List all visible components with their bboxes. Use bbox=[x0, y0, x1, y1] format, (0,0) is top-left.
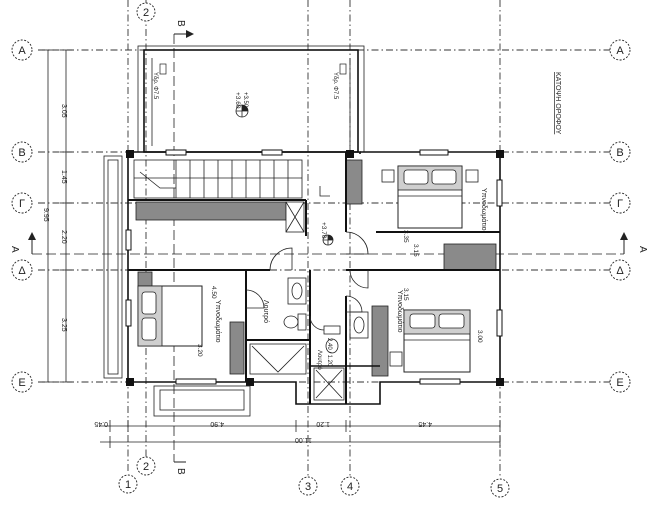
drain-left-icon bbox=[159, 63, 167, 75]
terrace: +3.60 +3.50 Υδρ. Φ7.5 Υδρ. Φ7.5 bbox=[137, 45, 365, 153]
left-balcony bbox=[103, 155, 123, 379]
section-marker-b: B B bbox=[173, 20, 194, 475]
double-bed-icon bbox=[403, 309, 471, 373]
sink-icon bbox=[287, 277, 307, 305]
section-marker-a: A A bbox=[9, 232, 648, 255]
dimension-chain-left: 3.05 1.45 2.20 3.25 9.95 bbox=[42, 49, 72, 383]
grid-label-d-right: Δ bbox=[616, 265, 624, 277]
interior-walls bbox=[128, 152, 500, 404]
bedroom-3: Υπνοδωμάτιο 3.20 4.50 bbox=[137, 285, 222, 357]
toilet-icon bbox=[283, 313, 307, 331]
section-label-b-bottom: B bbox=[175, 468, 186, 475]
grid-label-e-right: E bbox=[616, 377, 623, 389]
bathroom-1: Λουτρό bbox=[249, 277, 307, 375]
grid-label-g-left: Γ bbox=[19, 198, 25, 210]
bathroom-2: Λουτρό 2.40 / 1.20 bbox=[313, 311, 369, 401]
landing-level-icon bbox=[322, 234, 334, 246]
shower-icon bbox=[313, 367, 345, 401]
dim-left-3-25: 3.25 bbox=[60, 318, 67, 332]
dimension-chain-bottom: 0.45 4.90 1.20 4.45 11.00 bbox=[94, 420, 501, 448]
toilet-icon bbox=[323, 325, 341, 354]
dim-left-2-20: 2.20 bbox=[60, 230, 67, 244]
dim-bottom-0-45: 0.45 bbox=[94, 420, 108, 427]
level-marker-icon bbox=[235, 104, 249, 118]
grid-label-3-bottom: 3 bbox=[305, 481, 311, 493]
dim-bottom-4-45: 4.45 bbox=[418, 420, 432, 427]
double-bed-icon bbox=[137, 285, 203, 347]
grid-label-1-bottom: 1 bbox=[125, 479, 131, 491]
grid-label-d-left: Δ bbox=[18, 265, 26, 277]
grid-label-b-left: B bbox=[18, 147, 25, 159]
nightstand-icon bbox=[389, 351, 403, 367]
grid-bubbles-bottom: 1 2 3 4 5 bbox=[118, 456, 510, 498]
windows bbox=[125, 149, 503, 385]
bedroom-1-width: 3.35 bbox=[402, 230, 409, 243]
section-label-a-right: A bbox=[637, 246, 648, 253]
sink-icon bbox=[349, 311, 369, 339]
double-bed-icon bbox=[397, 165, 463, 229]
grid-label-a-right: A bbox=[616, 45, 624, 57]
drain-right-icon bbox=[339, 63, 347, 75]
grid-bubbles-right: A B Γ Δ E bbox=[609, 39, 631, 393]
drain-label-left: Υδρ. Φ7.5 bbox=[152, 72, 158, 100]
section-label-b-top: B bbox=[175, 20, 186, 27]
grid-label-b-right: B bbox=[616, 147, 623, 159]
staircase bbox=[133, 159, 330, 199]
grid-label-g-right: Γ bbox=[617, 198, 623, 210]
nightstand-icon bbox=[465, 169, 479, 183]
bath-1-name: Λουτρό bbox=[262, 300, 270, 323]
bedroom-3-name: Υπνοδωμάτιο bbox=[214, 300, 222, 343]
landing-level: +3.70 bbox=[320, 222, 327, 239]
grid-label-e-left: E bbox=[18, 377, 25, 389]
bedroom-1: Υπνοδωμάτιο 3.35 3.15 bbox=[381, 165, 488, 257]
nightstand-icon bbox=[381, 169, 395, 183]
grid-bubbles-left: A B Γ Δ E bbox=[11, 39, 33, 393]
grid-label-a-left: A bbox=[18, 45, 26, 57]
terrace-level-sub: +3.50 bbox=[242, 92, 248, 108]
bedroom-3-width: 3.20 bbox=[196, 344, 203, 357]
terrace-level: +3.60 bbox=[234, 92, 241, 109]
grid-bubbles-top: 2 bbox=[136, 2, 156, 22]
sheet-title: ΚΑΤΟΨΗ ΟΡΟΦΟΥ bbox=[554, 72, 561, 135]
bath-2-name: Λουτρό bbox=[316, 350, 323, 370]
bedroom-1-length: 3.15 bbox=[412, 244, 419, 257]
bedroom-3-length: 4.50 bbox=[210, 286, 217, 299]
drain-label-right: Υδρ. Φ7.5 bbox=[332, 72, 338, 100]
bath-2-dims: 2.40 / 1.20 bbox=[326, 338, 332, 367]
bedroom-2-length: 3.15 bbox=[402, 288, 409, 301]
hatched-walls bbox=[135, 159, 497, 377]
bedroom-1-name: Υπνοδωμάτιο bbox=[480, 188, 488, 231]
dim-left-1-45: 1.45 bbox=[60, 170, 67, 184]
dim-left-total: 9.95 bbox=[42, 208, 49, 222]
dim-left-3-05: 3.05 bbox=[60, 104, 67, 118]
bedroom-2-name: Υπνοδωμάτιο bbox=[396, 290, 404, 333]
bathtub-icon bbox=[249, 343, 307, 375]
dim-bottom-1-20: 1.20 bbox=[316, 420, 330, 427]
bedroom-2-width: 3.00 bbox=[476, 330, 483, 343]
landing: +3.70 bbox=[320, 222, 334, 246]
bedroom-2: Υπνοδωμάτιο 3.00 3.15 bbox=[389, 288, 483, 373]
dim-bottom-total: 11.00 bbox=[295, 436, 312, 443]
bottom-balcony bbox=[153, 385, 251, 417]
grid-label-2-bottom: 2 bbox=[143, 461, 149, 473]
grid-label-4-bottom: 4 bbox=[347, 481, 353, 493]
door-swings bbox=[245, 231, 369, 331]
grid-label-5-bottom: 5 bbox=[497, 483, 503, 495]
dim-bottom-4-90: 4.90 bbox=[210, 420, 224, 427]
grid-label-2-top: 2 bbox=[143, 7, 149, 19]
section-label-a-left: A bbox=[9, 246, 20, 253]
